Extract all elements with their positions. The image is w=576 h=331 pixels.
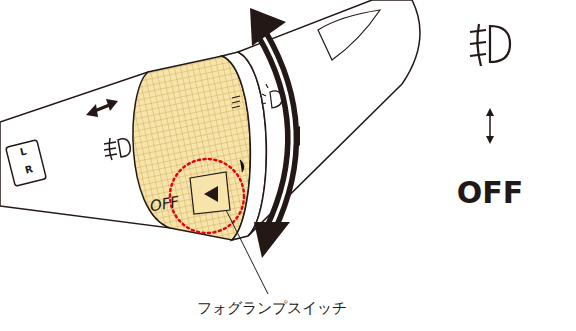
lr-letter: L (19, 145, 28, 157)
lr-letter: R (24, 163, 34, 176)
highlight-circle (170, 159, 244, 233)
direction-icon (86, 99, 118, 117)
stalk-tip (238, 0, 420, 236)
ring-position-label: OFF (149, 194, 180, 215)
leader-line (226, 210, 268, 294)
rotation-arrow (250, 8, 292, 258)
tip-groove (318, 10, 380, 60)
fog-lamp-symbol (470, 24, 510, 66)
fog-switch-ring (133, 56, 250, 240)
switch-pointer (204, 186, 218, 202)
switch-position-label: OFF (457, 176, 524, 209)
ring-marks (232, 96, 244, 172)
part-name: フォグランプスイッチ (197, 300, 347, 317)
updown-arrow (486, 108, 494, 144)
fog-icon-small (104, 138, 130, 160)
switch-knob (190, 172, 230, 214)
lr-icon (6, 140, 47, 187)
